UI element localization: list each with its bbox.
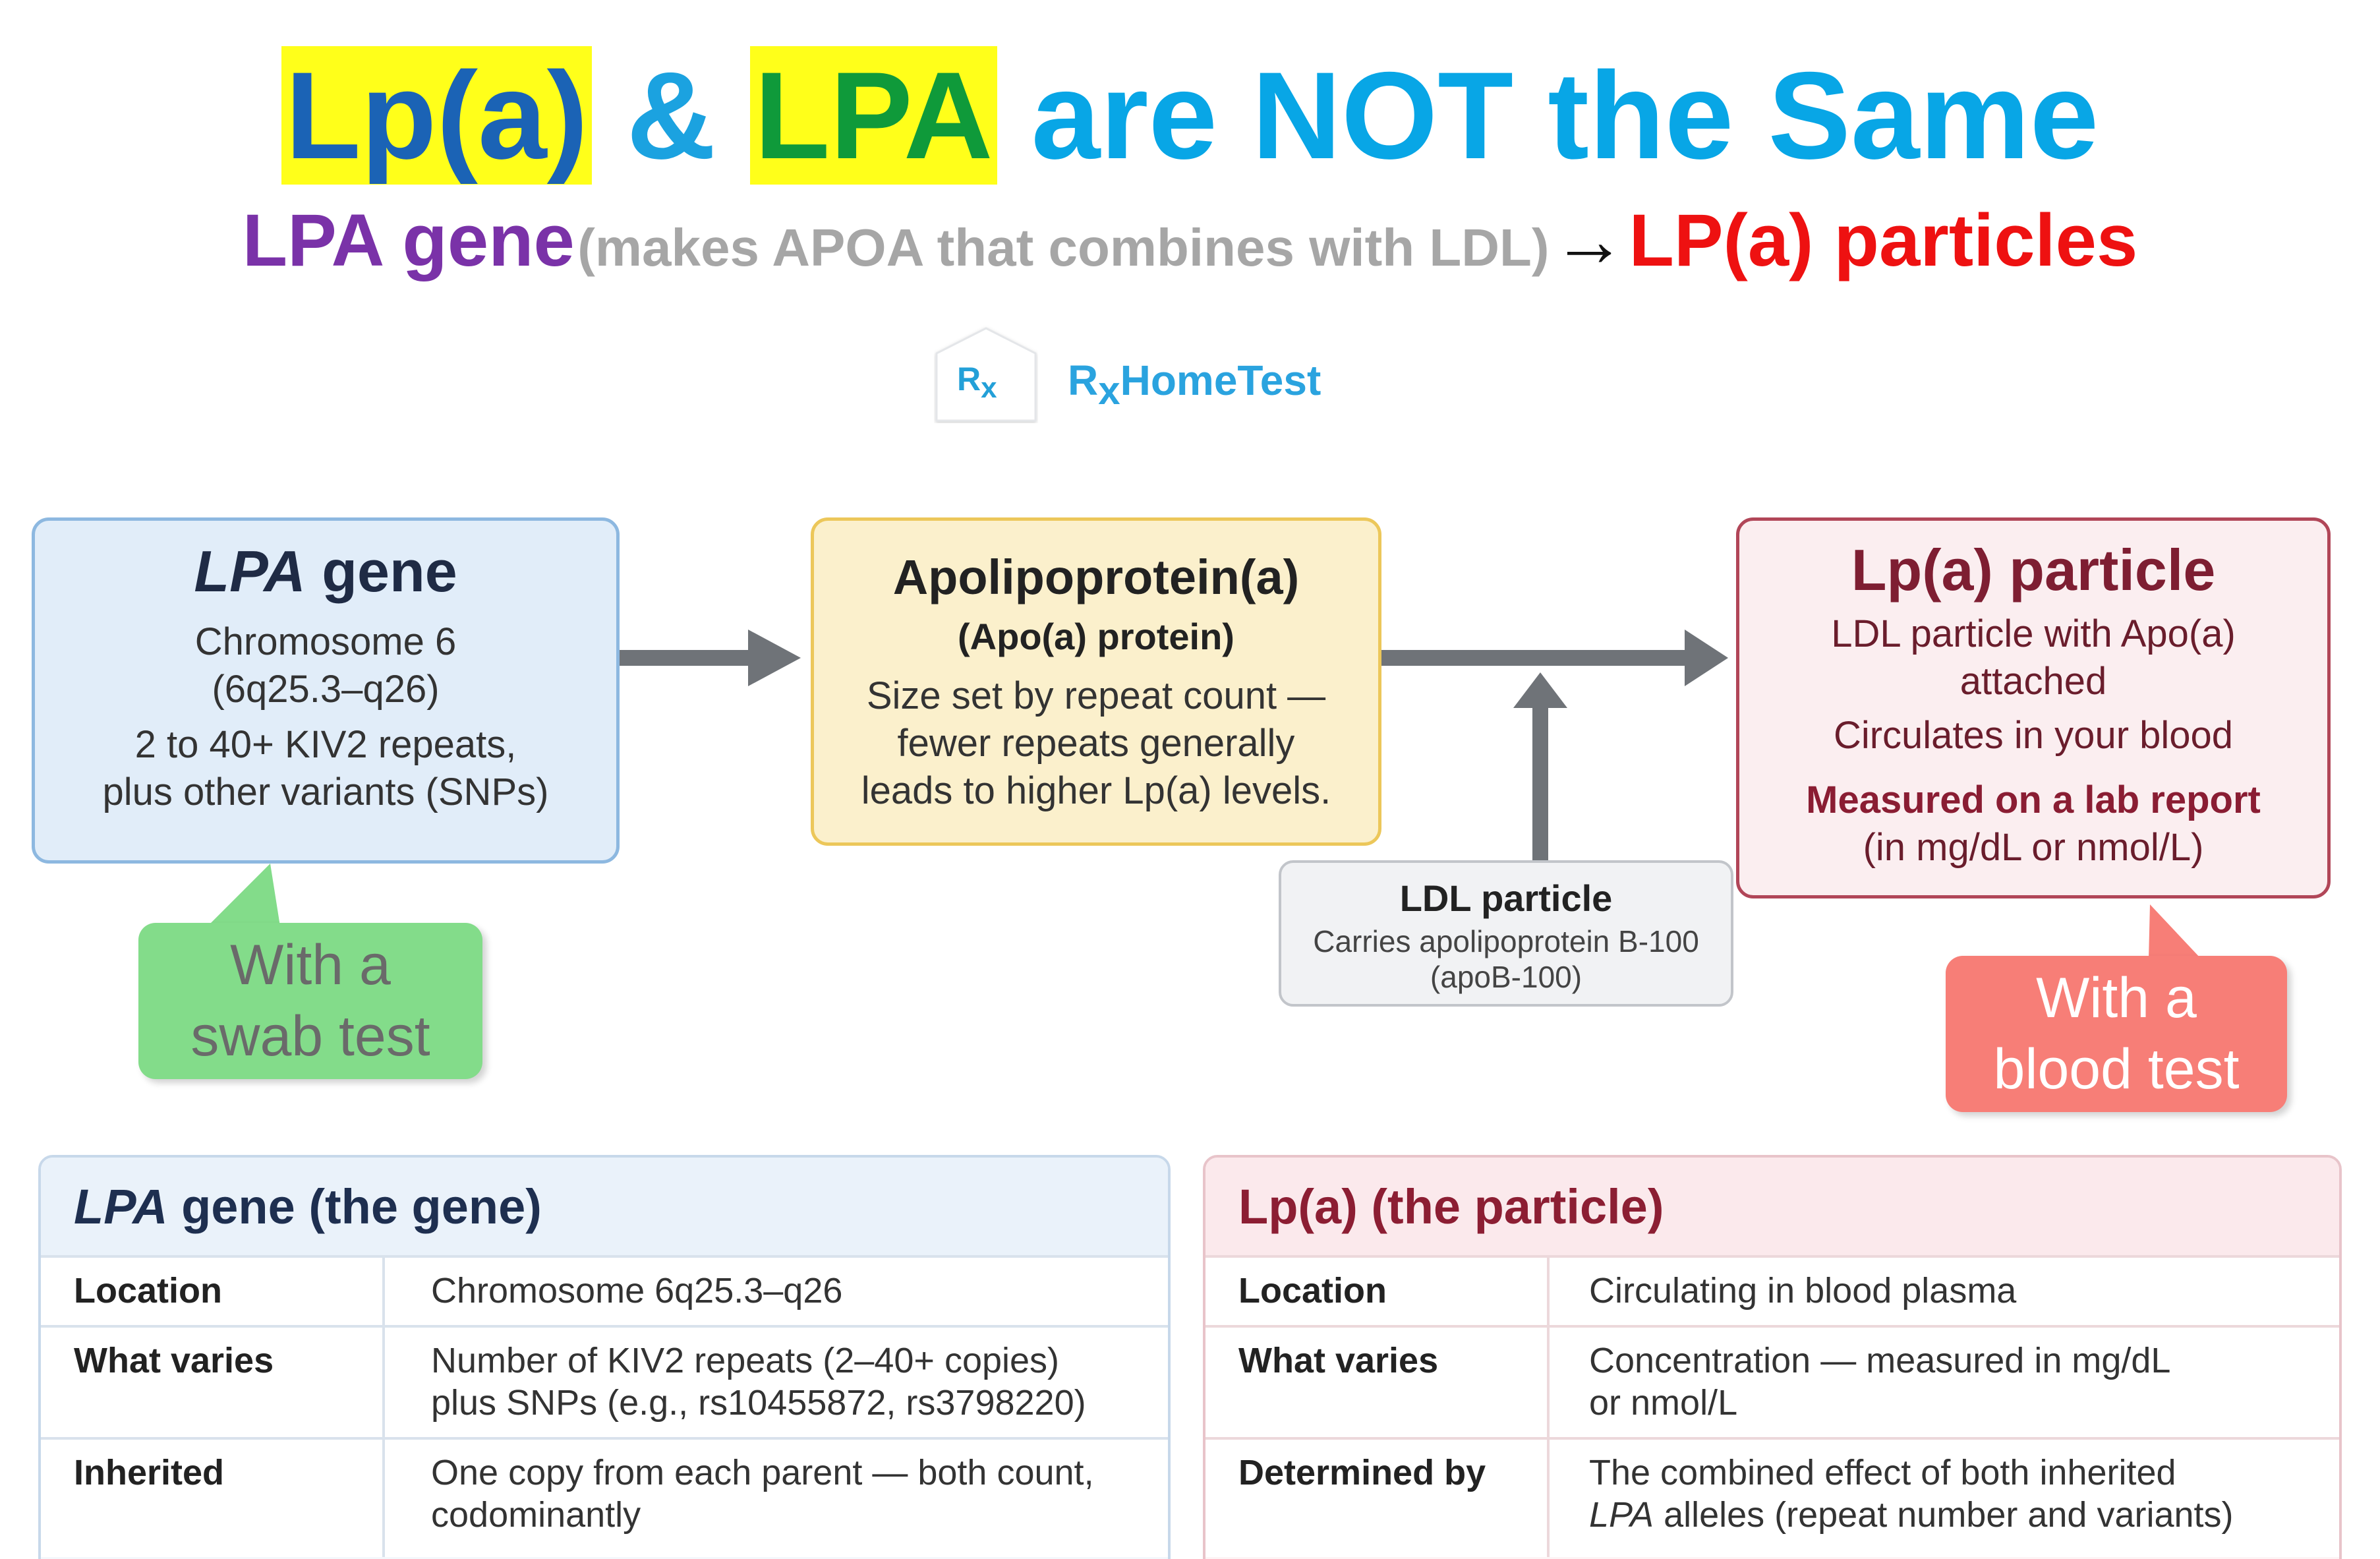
apo-box-title: Apolipoprotein(a) [892,550,1300,604]
row-key: Inherited [41,1437,385,1557]
logo-name: HomeTest [1120,357,1321,404]
gene-table-title: LPA gene (the gene) [41,1158,1168,1255]
lpa-particle-box: Lp(a) particle LDL particle with Apo(a) … [1736,517,2331,898]
subtitle-particles: LP(a) particles [1629,199,2138,281]
gene-comparison-table: LPA gene (the gene) Location Chromosome … [38,1155,1171,1559]
lpa-gene-line3: 2 to 40+ KIV2 repeats, [134,723,517,766]
particle-box-line2: attached [1959,660,2107,703]
title-rest: are NOT the Same [1031,46,2099,185]
lpa-gene-line1: Chromosome 6 [194,620,457,663]
particle-box-line1: LDL particle with Apo(a) [1831,612,2236,655]
particle-box-line3: Circulates in your blood [1833,714,2234,757]
apo-box-line3: leads to higher Lp(a) levels. [861,769,1331,812]
swab-test-callout: With a swab test [138,923,482,1079]
subtitle-gene: LPA gene [242,199,575,281]
arrow-ldl-up [1513,672,1567,860]
row-key: What varies [1205,1325,1550,1438]
title-lpa-particle-highlight: Lp(a) [281,46,593,185]
particle-box-line4: (in mg/dL or nmol/L) [1863,826,2204,869]
row-value: One copy from each parent — both count,c… [384,1437,1168,1557]
blood-callout-line2: blood test [1993,1038,2240,1101]
lpa-gene-line2: (6q25.3–q26) [212,668,440,711]
ldl-box-title: LDL particle [1399,877,1613,919]
row-key: Location [41,1255,385,1326]
row-key: Location [1205,1255,1550,1326]
table-row: Location Circulating in blood plasma [1205,1255,2339,1326]
particle-box-title: Lp(a) particle [1851,537,2216,603]
logo-x: x [1098,368,1120,413]
table-row: Inherited One copy from each parent — bo… [41,1437,1168,1557]
blood-callout-line1: With a [2036,966,2197,1030]
ldl-box-line2: (apoB-100) [1430,960,1582,994]
apolipoprotein-box: Apolipoprotein(a) (Apo(a) protein) Size … [811,517,1381,846]
table-row: Determined by The combined effect of bot… [1205,1437,2339,1557]
table-row: What varies Concentration — measured in … [1205,1325,2339,1438]
lpa-gene-line4: plus other variants (SNPs) [102,771,549,813]
ldl-particle-box: LDL particle Carries apolipoprotein B-10… [1279,860,1733,1007]
apo-box-line2: fewer repeats generally [897,722,1295,765]
particle-comparison-table: Lp(a) (the particle) Location Circulatin… [1203,1155,2342,1559]
blood-callout-pointer [2149,904,2201,959]
row-key: Determined by [1205,1437,1550,1557]
table-row: What varies Number of KIV2 repeats (2–40… [41,1325,1168,1438]
swab-callout-pointer [208,864,280,926]
subtitle-arrow: → [1552,199,1626,281]
swab-callout-line2: swab test [190,1005,430,1068]
ldl-box-line1: Carries apolipoprotein B-100 [1313,924,1699,958]
arrow-apo-to-particle [1381,630,1728,686]
row-key: What varies [41,1325,385,1438]
title-ampersand: & [626,46,716,185]
page-title: Lp(a) & LPA are NOT the Same [0,26,2380,204]
row-value: Chromosome 6q25.3–q26 [384,1255,1168,1326]
logo-wordmark: RxHomeTest [1068,356,1321,413]
logo-mark-rx: Rx [957,361,997,404]
particle-box-emphasis: Measured on a lab report [1806,779,2261,821]
house-icon [935,327,1037,422]
swab-callout-line1: With a [230,933,391,997]
row-value: Circulating in blood plasma [1548,1255,2339,1326]
lpa-gene-box: LPA gene Chromosome 6 (6q25.3–q26) 2 to … [32,517,620,864]
apo-box-line1: Size set by repeat count — [866,674,1326,717]
particle-table-title: Lp(a) (the particle) [1205,1158,2339,1255]
blood-test-callout: With a blood test [1946,956,2287,1112]
table-row: Location Chromosome 6q25.3–q26 [41,1255,1168,1326]
arrow-gene-to-apo [620,630,801,686]
title-lpa-gene-highlight: LPA [750,46,997,185]
lpa-gene-box-title: LPA gene [194,539,457,604]
apo-box-subtitle: (Apo(a) protein) [958,616,1234,657]
row-value: Number of KIV2 repeats (2–40+ copies)plu… [384,1325,1168,1438]
subtitle-note: (makes APOA that combines with LDL) [577,218,1550,277]
logo-r: R [1068,357,1099,404]
subtitle: LPA gene (makes APOA that combines with … [0,191,2380,290]
